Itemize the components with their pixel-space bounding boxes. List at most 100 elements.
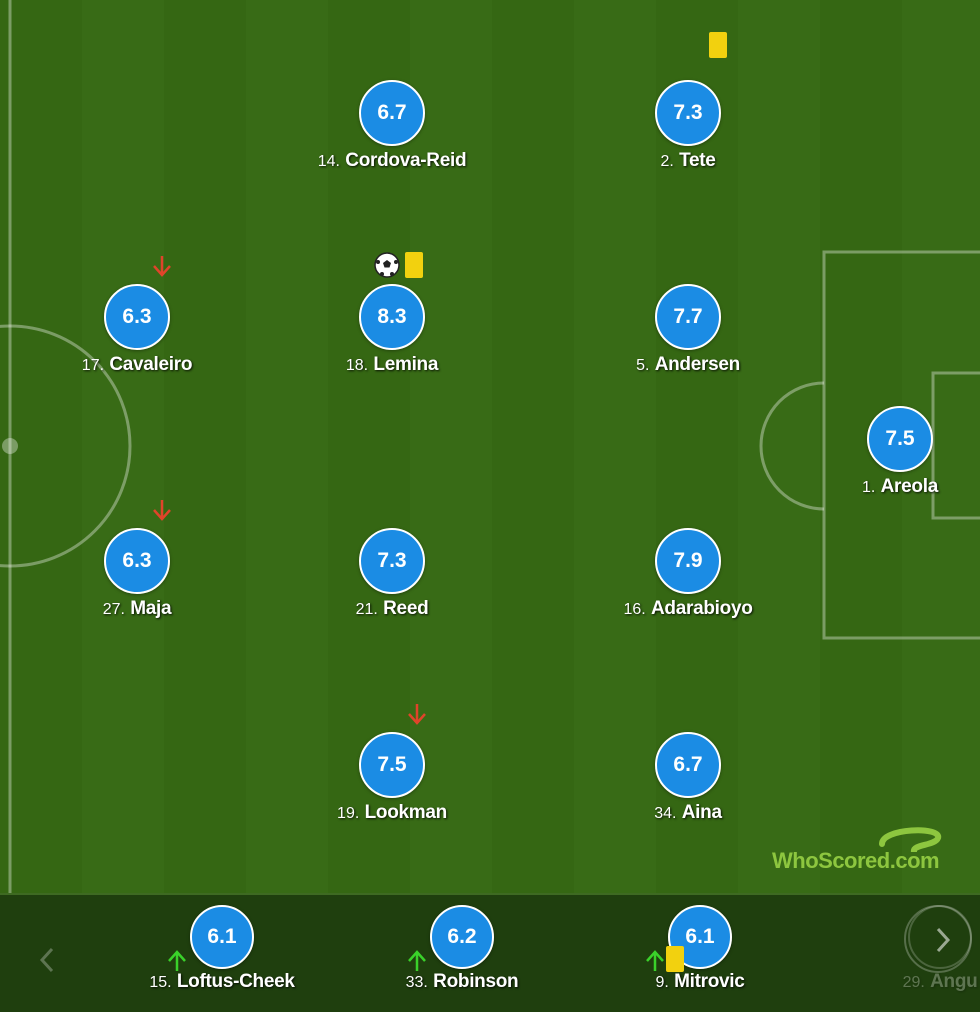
player-surname: Areola xyxy=(880,476,939,497)
player[interactable]: 7.3 21. Reed xyxy=(272,528,512,620)
player-surname: Tete xyxy=(679,150,716,171)
shirt-number: 16. xyxy=(623,601,646,618)
player[interactable]: 7.3 2. Tete xyxy=(568,32,808,172)
player-name: 21. Reed xyxy=(272,598,512,620)
player-events xyxy=(272,494,512,524)
player-surname: Reed xyxy=(383,598,429,619)
rating-badge: 6.3 xyxy=(104,284,170,350)
rating-badge: 6.2 xyxy=(430,905,494,969)
goal-area xyxy=(931,371,980,520)
arrow-down-icon xyxy=(151,254,173,278)
rating-badge: 6.3 xyxy=(104,528,170,594)
shirt-number: 18. xyxy=(345,357,369,374)
player[interactable]: 8.3 18. Lemina xyxy=(272,252,512,376)
pitch-markings xyxy=(0,0,980,893)
shirt-number: 33. xyxy=(405,974,428,991)
rating-badge: 8.3 xyxy=(359,284,425,350)
arrow-up-icon xyxy=(406,949,428,973)
arrow-up-icon xyxy=(644,949,666,973)
shirt-number: 27. xyxy=(102,601,125,618)
player-events xyxy=(272,698,512,728)
whoscored-logo: WhoScored.com xyxy=(772,824,972,880)
player-events xyxy=(17,250,257,280)
shirt-number: 15. xyxy=(149,974,172,991)
player[interactable]: 6.7 14. Cordova-Reid xyxy=(272,80,512,172)
player[interactable]: 6.3 27. Maja xyxy=(17,500,257,620)
shirt-number: 5. xyxy=(636,357,650,374)
brand-text: WhoScored.com xyxy=(772,848,940,873)
rating-badge: 7.9 xyxy=(655,528,721,594)
penalty-arc xyxy=(759,381,825,511)
penalty-area xyxy=(822,250,980,640)
player-name: 2. Tete xyxy=(568,150,808,172)
prev-button[interactable] xyxy=(36,945,60,975)
rating-badge xyxy=(908,905,972,969)
player-surname: Angu xyxy=(930,971,978,992)
shirt-number: 21. xyxy=(355,601,378,618)
player-surname: Maja xyxy=(130,598,172,619)
shirt-number: 9. xyxy=(655,974,669,991)
player-name: 33. Robinson xyxy=(342,971,582,993)
player[interactable]: 7.5 1. Areola xyxy=(780,406,980,498)
player-name: 15. Loftus-Cheek xyxy=(102,971,342,993)
chevron-left-icon xyxy=(39,947,54,973)
player-name: 27. Maja xyxy=(17,598,257,620)
pitch: WhoScored.com 6.7 14. Cordova-Reid 7.3 2. T… xyxy=(0,0,980,893)
rating-badge: 7.3 xyxy=(655,80,721,146)
player-name: 5. Andersen xyxy=(568,354,808,376)
player-events xyxy=(272,250,512,280)
shirt-number: 14. xyxy=(317,153,340,170)
yellow-card-icon xyxy=(405,252,423,278)
center-circle xyxy=(0,324,132,568)
yellow-card-icon xyxy=(666,946,684,972)
shirt-number: 17. xyxy=(81,357,105,374)
player-events xyxy=(780,372,980,402)
player-surname: Cavaleiro xyxy=(109,354,193,375)
player-name: 16. Adarabioyo xyxy=(568,598,808,620)
player-events xyxy=(272,46,512,76)
rating-badge: 7.3 xyxy=(359,528,425,594)
player[interactable]: 7.5 19. Lookman xyxy=(272,704,512,824)
substitute-player[interactable]: 29. Angu xyxy=(820,905,980,993)
player-events xyxy=(568,698,808,728)
player-events xyxy=(568,494,808,524)
question-mark-icon xyxy=(879,827,941,852)
rating-badge: 7.5 xyxy=(359,732,425,798)
rating-badge: 6.1 xyxy=(190,905,254,969)
shirt-number: 34. xyxy=(654,805,677,822)
player-surname: Lemina xyxy=(373,354,439,375)
arrow-down-icon xyxy=(151,498,173,522)
player-events xyxy=(568,250,808,280)
player-events xyxy=(17,494,257,524)
arrow-down-icon xyxy=(406,702,428,726)
arrow-up-icon xyxy=(166,949,188,973)
shirt-number: 2. xyxy=(660,153,674,170)
player-surname: Aina xyxy=(681,802,722,823)
player-name: 17. Cavaleiro xyxy=(17,354,257,376)
shirt-number: 29. xyxy=(902,974,925,991)
player[interactable]: 7.9 16. Adarabioyo xyxy=(568,528,808,620)
rating-badge: 7.5 xyxy=(867,406,933,472)
player-name: 19. Lookman xyxy=(272,802,512,824)
player-surname: Mitrovic xyxy=(674,971,745,992)
player[interactable]: 7.7 5. Andersen xyxy=(568,284,808,376)
yellow-card-icon xyxy=(709,32,727,58)
football-icon xyxy=(374,252,400,278)
shirt-number: 19. xyxy=(337,805,360,822)
player-name: 1. Areola xyxy=(780,476,980,498)
player-name: 29. Angu xyxy=(820,971,980,993)
rating-badge: 7.7 xyxy=(655,284,721,350)
player[interactable]: 6.3 17. Cavaleiro xyxy=(17,256,257,376)
center-spot xyxy=(2,438,18,454)
shirt-number: 1. xyxy=(862,479,876,496)
player-surname: Cordova-Reid xyxy=(345,150,467,171)
player-name: 9. Mitrovic xyxy=(580,971,820,993)
player-name: 14. Cordova-Reid xyxy=(272,150,512,172)
rating-badge: 6.7 xyxy=(359,80,425,146)
player-surname: Andersen xyxy=(654,354,741,375)
player-events xyxy=(568,32,808,76)
